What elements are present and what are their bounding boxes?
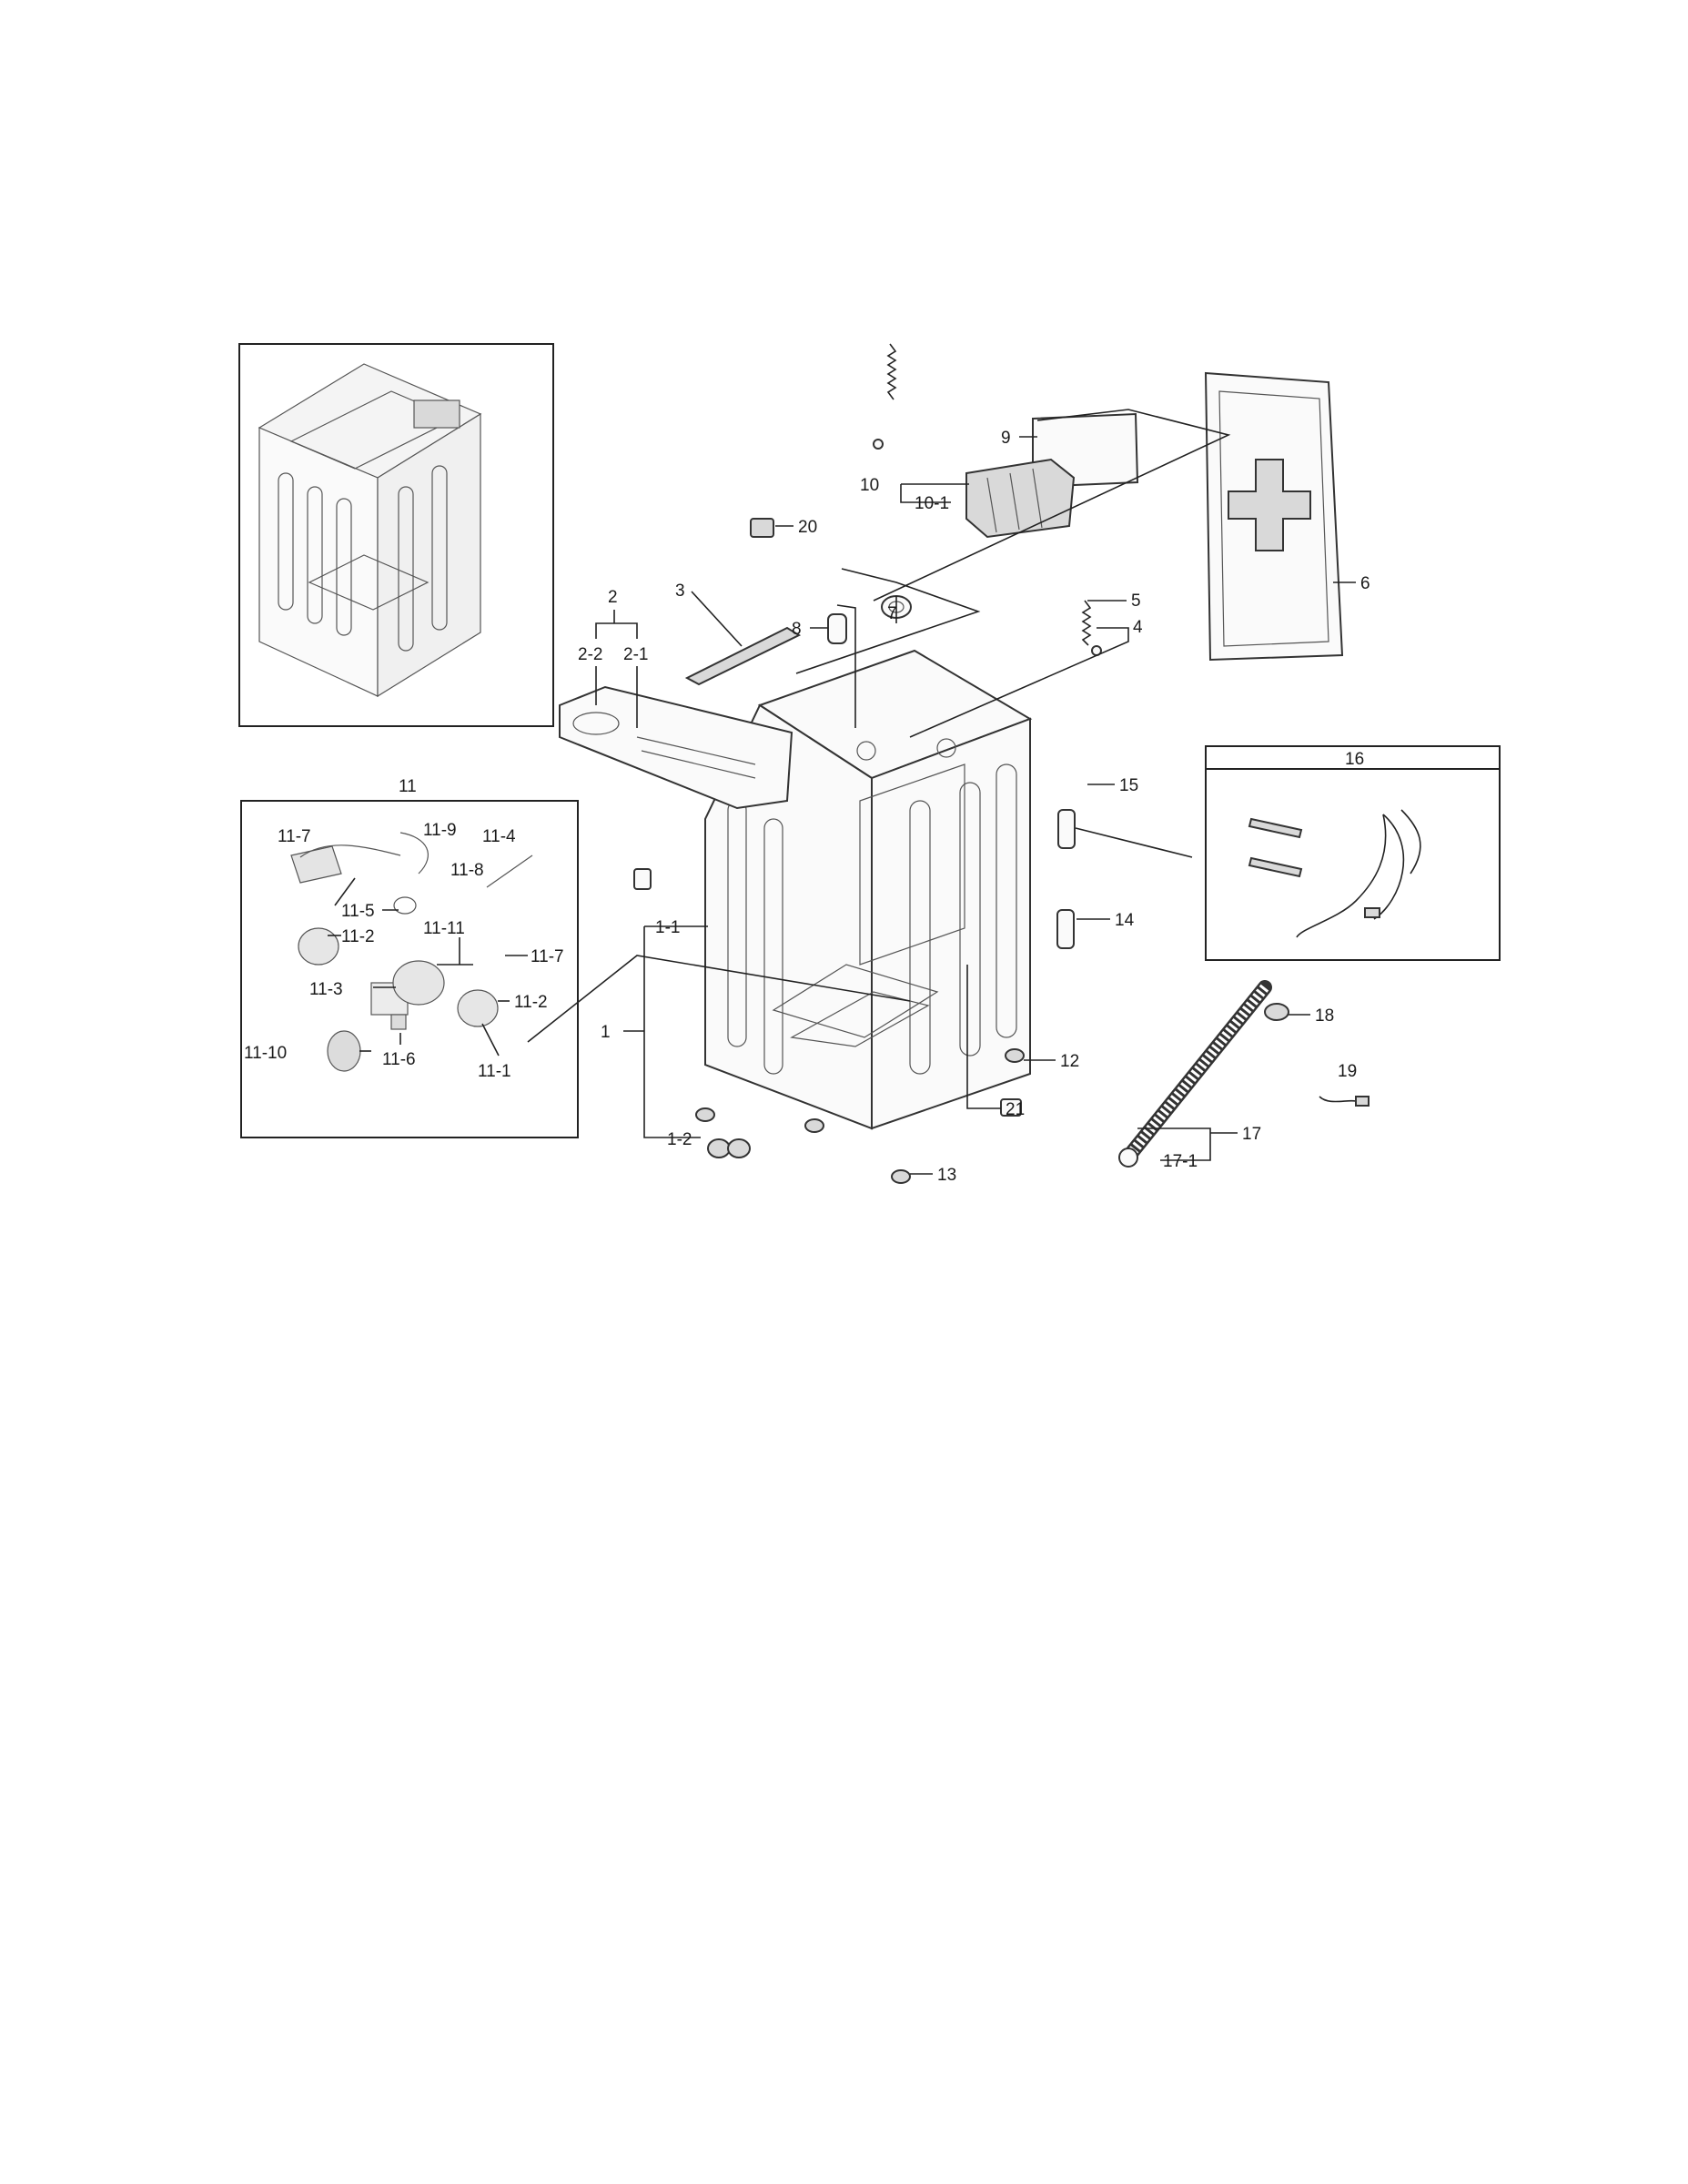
label-14: 14 — [1115, 911, 1135, 930]
label-11-9: 11-9 — [423, 821, 457, 840]
hose-clip-part — [1264, 1003, 1289, 1021]
label-13: 13 — [937, 1166, 956, 1185]
control-frame-part — [559, 685, 793, 810]
label-9: 9 — [1001, 429, 1011, 448]
label-11-8: 11-8 — [450, 861, 484, 880]
label-1-2: 1-2 — [667, 1130, 692, 1149]
spring-part — [873, 343, 1102, 656]
label-11-11: 11-11 — [423, 919, 465, 938]
label-11-3: 11-3 — [309, 980, 343, 999]
block-part — [750, 518, 774, 538]
label-11-4: 11-4 — [482, 827, 516, 846]
label-1-1: 1-1 — [655, 918, 680, 937]
label-11-2b: 11-2 — [514, 993, 548, 1012]
label-3: 3 — [675, 581, 685, 601]
assembled-view-inset — [238, 343, 554, 727]
label-2-1: 2-1 — [623, 645, 648, 664]
label-4: 4 — [1133, 618, 1143, 637]
label-17-1: 17-1 — [1163, 1152, 1198, 1171]
leader-lines — [328, 409, 1356, 1175]
label-11-1: 11-1 — [478, 1062, 511, 1081]
label-10: 10 — [860, 476, 879, 495]
label-6: 6 — [1360, 574, 1370, 593]
label-8: 8 — [792, 620, 802, 639]
cabinet-body — [704, 649, 1033, 1130]
foot-part — [695, 1048, 1025, 1184]
label-16: 16 — [1345, 750, 1364, 769]
valve-part — [1056, 809, 1193, 949]
label-11-7b: 11-7 — [531, 947, 564, 966]
rail-part — [684, 626, 802, 686]
label-15: 15 — [1119, 776, 1138, 795]
clip-part — [633, 868, 1022, 1117]
label-20: 20 — [798, 518, 817, 537]
label-19: 19 — [1338, 1062, 1357, 1081]
label-12: 12 — [1060, 1052, 1079, 1071]
label-1: 1 — [601, 1023, 611, 1042]
cord-part — [1319, 1096, 1370, 1107]
label-11-10: 11-10 — [244, 1044, 287, 1063]
label-11-7a: 11-7 — [278, 827, 311, 846]
label-11-6: 11-6 — [382, 1050, 416, 1069]
label-2-2: 2-2 — [578, 645, 602, 664]
label-10-1: 10-1 — [915, 494, 949, 513]
label-17: 17 — [1242, 1125, 1261, 1144]
label-7: 7 — [887, 604, 897, 623]
harness-inset — [1205, 745, 1501, 961]
cylinder-part — [827, 613, 847, 644]
cover-part — [1204, 371, 1344, 662]
label-5: 5 — [1131, 592, 1141, 611]
label-11-5: 11-5 — [341, 902, 375, 921]
label-18: 18 — [1315, 1006, 1334, 1026]
label-2: 2 — [608, 588, 618, 607]
pump-inset — [240, 800, 579, 1138]
label-21: 21 — [1006, 1100, 1025, 1119]
label-11: 11 — [399, 777, 417, 796]
hose-part — [1118, 980, 1272, 1168]
part-labels: 1 1-1 1-2 2 2-1 2-2 3 4 5 6 7 8 9 10 10-… — [244, 429, 1370, 1185]
dispenser-part — [965, 458, 1076, 539]
label-11-2a: 11-2 — [341, 927, 375, 946]
